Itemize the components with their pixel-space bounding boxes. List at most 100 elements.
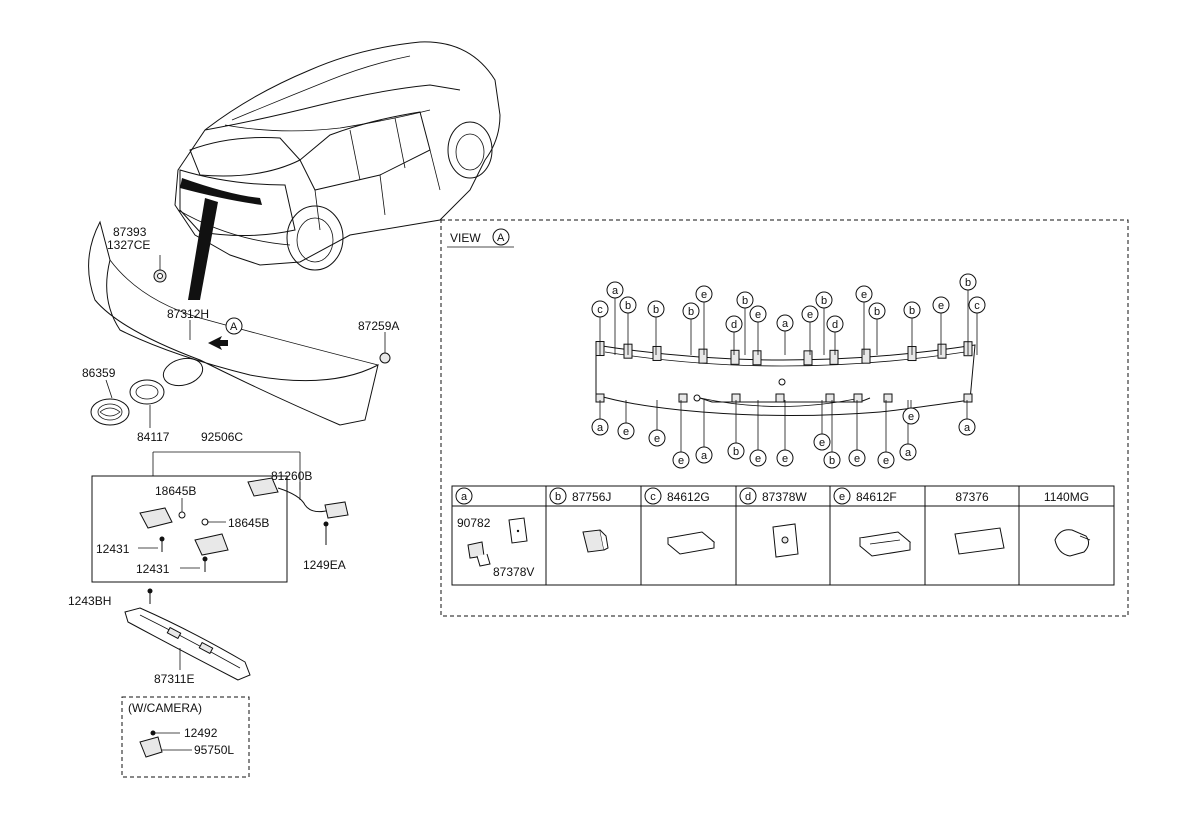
label-18645b-top: 18645B <box>155 484 196 498</box>
label-12492: 12492 <box>184 726 218 740</box>
view-callout-bottom-3-letter: e <box>678 455 684 467</box>
view-callout-top-9: a <box>776 314 794 332</box>
view-a-clips <box>595 341 973 403</box>
view-callout-top-3: b <box>647 300 665 318</box>
part-labels-left: 87393 1327CE 87312H 87259A 86359 84117 9… <box>82 225 399 444</box>
view-callout-top-16: e <box>932 296 950 314</box>
legend-code-1: 87756J <box>572 490 611 504</box>
view-a-marker-letter: A <box>230 321 238 333</box>
view-callout-bottom-7-letter: e <box>782 453 788 465</box>
view-callout-bottom-14: a <box>958 418 976 436</box>
legend-cell-2: c 84612G <box>644 487 710 505</box>
view-callout-bottom-10: e <box>848 449 866 467</box>
label-92506c: 92506C <box>201 430 243 444</box>
view-callout-bottom-1-letter: e <box>623 426 629 438</box>
view-callout-top-2: b <box>619 296 637 314</box>
view-callout-top-10-letter: e <box>807 309 813 321</box>
view-clip <box>752 350 762 366</box>
emblem-parts <box>90 379 165 426</box>
legend-code-4: 84612F <box>856 490 897 504</box>
label-87312h: 87312H <box>167 307 209 321</box>
legend-letter-4: e <box>833 487 851 505</box>
view-callout-bottom-4-letter: a <box>701 450 708 462</box>
view-callout-top-7-letter: b <box>742 295 748 307</box>
view-clip <box>829 349 839 365</box>
view-callout-bottom-1: e <box>617 422 635 440</box>
legend-cell-6: 1140MG <box>1044 490 1089 504</box>
view-callout-bottom-8-letter: e <box>819 437 825 449</box>
view-callout-bottom-13-letter: e <box>908 411 914 423</box>
view-callout-top-5-letter: e <box>701 289 707 301</box>
view-callout-bottom-0: a <box>591 418 609 436</box>
legend-letter-0: a <box>455 487 473 505</box>
view-callout-top-12: d <box>826 315 844 333</box>
label-1243bh: 1243BH <box>68 594 111 608</box>
view-callout-top-8-letter: e <box>755 309 761 321</box>
view-callout-top-2-letter: b <box>625 300 631 312</box>
view-callout-top-17: b <box>959 273 977 291</box>
view-callout-top-16-letter: e <box>938 300 944 312</box>
legend-code-2: 84612G <box>667 490 710 504</box>
view-callout-top-18: c <box>968 296 986 314</box>
view-callout-bottom-10-letter: e <box>854 453 860 465</box>
view-callout-top-3-letter: b <box>653 304 659 316</box>
view-title: VIEW <box>450 231 481 245</box>
view-callout-bottom-6-letter: e <box>755 453 761 465</box>
view-callout-bottom-2: e <box>648 429 666 447</box>
legend-letter-1-letter: b <box>555 491 561 503</box>
view-callout-top-14-letter: b <box>874 306 880 318</box>
label-1327ce: 1327CE <box>107 238 150 252</box>
view-clip <box>730 349 740 365</box>
view-callout-bottom-14-letter: a <box>964 422 971 434</box>
view-callout-top-1-letter: a <box>612 285 619 297</box>
label-87259a: 87259A <box>358 319 399 333</box>
view-callout-bottom-4: a <box>695 446 713 464</box>
legend-letter-4-letter: e <box>839 491 845 503</box>
legend-part-pictograms <box>467 517 1091 567</box>
legend-code-3: 87378W <box>762 490 807 504</box>
legend-cell-4: e 84612F <box>833 487 897 505</box>
view-callout-bottom-7: e <box>776 449 794 467</box>
view-callout-top-18-letter: c <box>974 300 980 312</box>
label-camera: (W/CAMERA) <box>128 701 202 715</box>
view-callout-bottom-11-letter: e <box>883 455 889 467</box>
view-callout-bottom-6: e <box>749 449 767 467</box>
label-12431-top: 12431 <box>96 542 130 556</box>
view-callout-bottom-3: e <box>672 451 690 469</box>
tailgate-molding: 1243BH 87311E <box>68 588 251 686</box>
camera-box: (W/CAMERA) 12492 95750L <box>121 696 250 778</box>
view-clip-lower <box>825 393 835 403</box>
view-callout-bottom-12: a <box>899 443 917 461</box>
view-callout-bottom-2-letter: e <box>654 433 660 445</box>
legend-letter-0-letter: a <box>461 491 468 503</box>
label-12431-bottom: 12431 <box>136 562 170 576</box>
label-18645b-right: 18645B <box>228 516 269 530</box>
label-84117: 84117 <box>137 430 170 444</box>
view-title-circle <box>492 228 510 246</box>
view-callout-top-14: b <box>868 302 886 320</box>
view-callout-top-0: c <box>591 300 609 318</box>
view-callout-top-11-letter: b <box>821 295 827 307</box>
view-callout-top-9-letter: a <box>782 318 789 330</box>
view-callout-top-8: e <box>749 305 767 323</box>
view-callout-bottom-12-letter: a <box>905 447 912 459</box>
legend-letter-3: d <box>739 487 757 505</box>
view-callout-top-6-letter: d <box>731 319 737 331</box>
view-callout-top-10: e <box>801 305 819 323</box>
view-callout-top-17-letter: b <box>965 277 971 289</box>
view-callout-top-13: e <box>855 285 873 303</box>
view-callout-bottom-8: e <box>813 433 831 451</box>
view-clip-lower <box>853 393 863 403</box>
view-callout-bottom-9-letter: b <box>829 455 835 467</box>
tailgate-switch: 81260B 1249EA <box>247 469 349 572</box>
view-clip <box>698 348 708 364</box>
view-clip-lower <box>775 393 785 403</box>
view-callout-top-12-letter: d <box>832 319 838 331</box>
view-callout-bottom-5-letter: b <box>733 446 739 458</box>
view-callout-top-1: a <box>606 281 624 299</box>
legend-letter-2-letter: c <box>650 491 656 503</box>
view-callout-bottom-11: e <box>877 451 895 469</box>
